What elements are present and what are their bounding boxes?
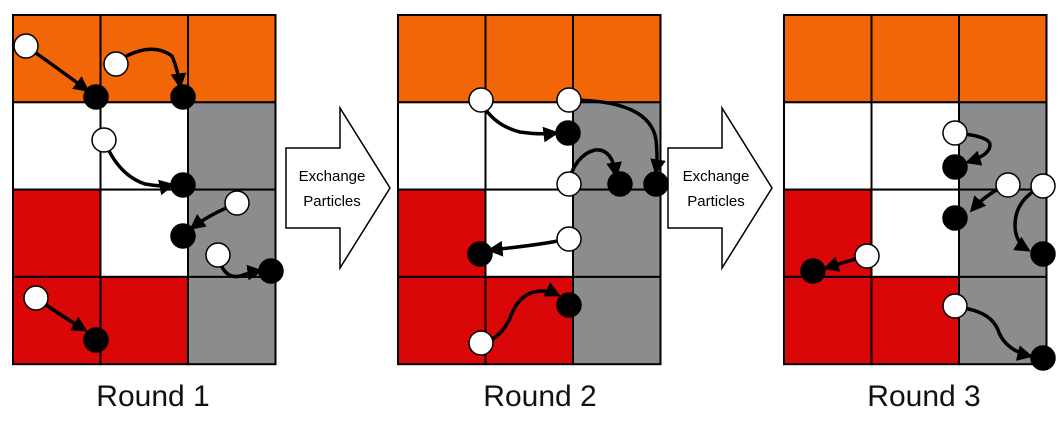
- grid-cell-orange: [783, 14, 873, 104]
- trajectory-arrow: [216, 255, 264, 281]
- round-2-grid: [397, 14, 662, 366]
- trajectory-arrow: [954, 131, 992, 166]
- particle-start: [556, 226, 582, 252]
- particle-end: [258, 258, 284, 284]
- particle-end: [170, 84, 196, 110]
- grid-cell-red: [783, 275, 873, 366]
- particle-end: [942, 205, 968, 231]
- particle-start: [205, 242, 231, 268]
- block-arrow-shape: [667, 105, 773, 271]
- particle-start: [942, 120, 968, 146]
- trajectory-arrow: [478, 99, 560, 143]
- particle-end: [555, 120, 581, 146]
- particle-start: [1030, 173, 1056, 199]
- round-1-markers: [13, 33, 284, 353]
- grid-cell-gray: [572, 275, 662, 366]
- grid-cell-gray: [958, 188, 1048, 278]
- exchange-label-line2: Particles: [303, 193, 361, 210]
- grid-cell-white: [12, 101, 102, 191]
- exchange-label-line1: Exchange: [299, 168, 366, 185]
- grid-cell-orange: [958, 14, 1048, 104]
- particle-end: [83, 327, 109, 353]
- grid-cell-gray: [187, 275, 277, 366]
- trajectory-arrow: [954, 305, 1034, 361]
- grid-cell-red: [870, 275, 960, 366]
- particle-start: [468, 87, 494, 113]
- particle-start: [91, 127, 117, 153]
- exchange-arrow-2: Exchange Particles: [667, 105, 773, 271]
- grid-cell-red: [484, 275, 574, 366]
- particle-end: [1030, 345, 1056, 371]
- exchange-label-line1: Exchange: [683, 168, 750, 185]
- round-1-label: Round 1: [96, 380, 210, 413]
- particle-end: [1030, 241, 1056, 267]
- grid-cell-white: [870, 188, 960, 278]
- particle-start: [468, 330, 494, 356]
- grid-cell-white: [783, 101, 873, 191]
- particle-end: [643, 171, 669, 197]
- particle-start: [942, 293, 968, 319]
- grid-cell-white: [870, 101, 960, 191]
- grid-cell-red: [99, 275, 189, 366]
- grid-cell-gray: [572, 188, 662, 278]
- round-2-markers: [467, 87, 669, 356]
- grid-cell-orange: [572, 14, 662, 104]
- particle-end: [607, 171, 633, 197]
- particle-end: [170, 172, 196, 198]
- particle-start: [224, 190, 250, 216]
- grid-cell-orange: [484, 14, 574, 104]
- particle-end: [942, 154, 968, 180]
- round-3-label: Round 3: [867, 380, 981, 413]
- trajectory-arrow: [480, 282, 561, 345]
- particle-end: [83, 84, 109, 110]
- trajectory-arrow: [569, 98, 666, 176]
- particle-start: [23, 285, 49, 311]
- round-3-grid: [783, 14, 1048, 366]
- trajectory-arrow: [102, 139, 176, 196]
- trajectory-arrow: [566, 148, 622, 185]
- particle-end: [800, 258, 826, 284]
- round-1-particles: [24, 44, 264, 332]
- grid-cell-red: [12, 188, 102, 278]
- round-1-grid: [12, 14, 277, 366]
- particle-end: [467, 241, 493, 267]
- exchange-arrow-1: Exchange Particles: [285, 105, 391, 271]
- particle-start: [103, 51, 129, 77]
- particle-start: [854, 243, 880, 269]
- particle-start: [556, 87, 582, 113]
- grid-cell-white: [397, 101, 487, 191]
- grid-cell-orange: [397, 14, 487, 104]
- particle-start: [13, 33, 39, 59]
- particle-end: [170, 223, 196, 249]
- exchange-label-line2: Particles: [687, 193, 745, 210]
- particle-start: [556, 171, 582, 197]
- trajectory-arrow: [115, 47, 187, 90]
- block-arrow-shape: [285, 105, 391, 271]
- grid-cell-orange: [870, 14, 960, 104]
- round-3-markers: [800, 120, 1056, 371]
- round-2-label: Round 2: [483, 380, 597, 413]
- grid-cell-orange: [187, 14, 277, 104]
- particle-end: [556, 292, 582, 318]
- grid-cell-gray: [187, 101, 277, 191]
- trajectory-arrow: [1013, 184, 1043, 252]
- particle-start: [995, 172, 1021, 198]
